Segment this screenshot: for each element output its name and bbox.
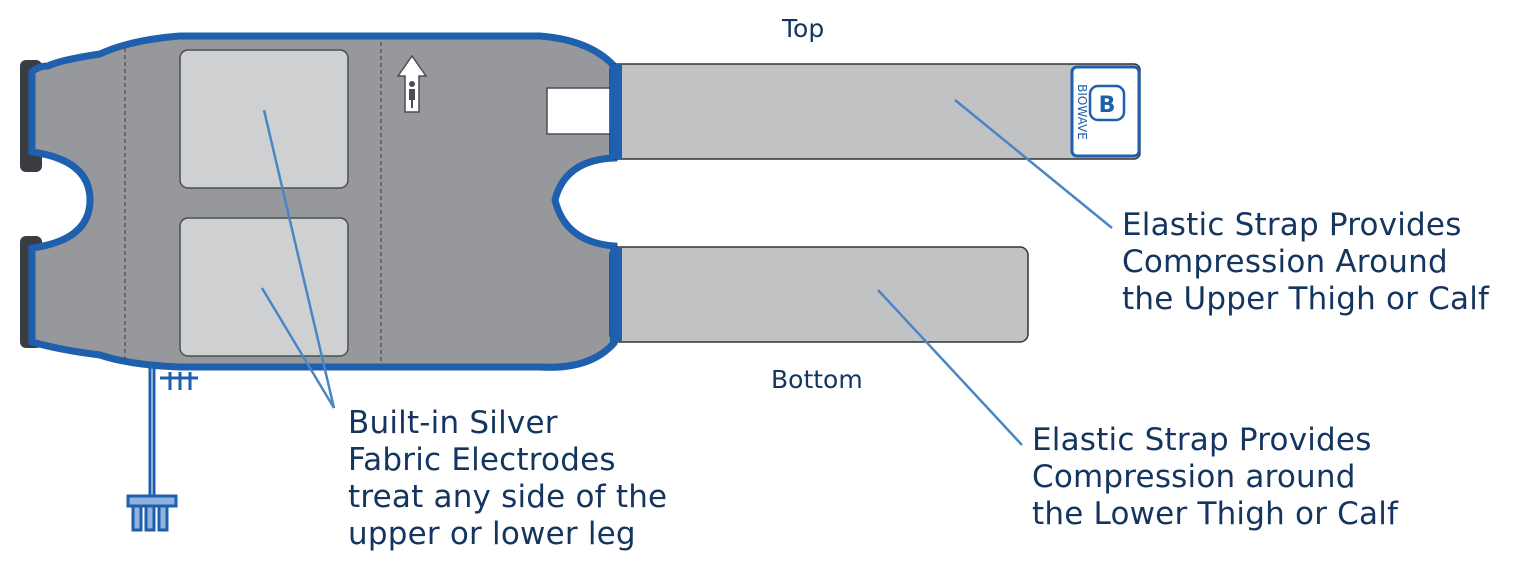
leader-electrode-upper	[262, 109, 336, 409]
electrode-lower	[179, 217, 349, 357]
electrodes-callout-line: Built-in Silver	[348, 405, 558, 441]
leader-upper-strap	[954, 99, 1113, 229]
lower-strap	[609, 246, 1029, 343]
electrodes-callout-line: Fabric Electrodes	[348, 442, 616, 478]
electrodes-callout-line: treat any side of the	[348, 479, 668, 515]
upper-strap-callout-line: Compression Around	[1122, 244, 1448, 280]
up-arrow-person-icon	[396, 54, 428, 113]
wrap-body	[28, 32, 618, 371]
upper-strap	[609, 63, 1141, 160]
bottom-label: Bottom	[771, 365, 863, 394]
logo-text: BIOWAVE	[1075, 84, 1089, 140]
logo-letter: B	[1099, 93, 1116, 118]
lower-strap-callout-line: Compression around	[1032, 459, 1356, 495]
upper-strap-callout-line: Elastic Strap Provides	[1122, 207, 1462, 243]
electrode-upper	[179, 49, 349, 189]
leader-electrode-lower	[260, 287, 336, 409]
upper-strap-callout-line: the Upper Thigh or Calf	[1122, 281, 1490, 317]
velcro-tab	[546, 87, 612, 135]
lower-strap-callout-line: Elastic Strap Provides	[1032, 422, 1372, 458]
electrodes-callout: Built-in Silver Fabric Electrodes treat …	[348, 405, 667, 553]
lower-strap-callout-line: the Lower Thigh or Calf	[1032, 496, 1399, 532]
lead-wire-connector	[126, 368, 198, 532]
leader-lower-strap	[877, 289, 1023, 446]
upper-strap-callout: Elastic Strap Provides Compression Aroun…	[1122, 207, 1489, 318]
biowave-logo: B BIOWAVE	[1070, 65, 1141, 158]
electrodes-callout-line: upper or lower leg	[348, 516, 636, 552]
lower-strap-callout: Elastic Strap Provides Compression aroun…	[1032, 422, 1398, 533]
top-label: Top	[782, 14, 825, 43]
leader-lines	[260, 99, 1113, 446]
